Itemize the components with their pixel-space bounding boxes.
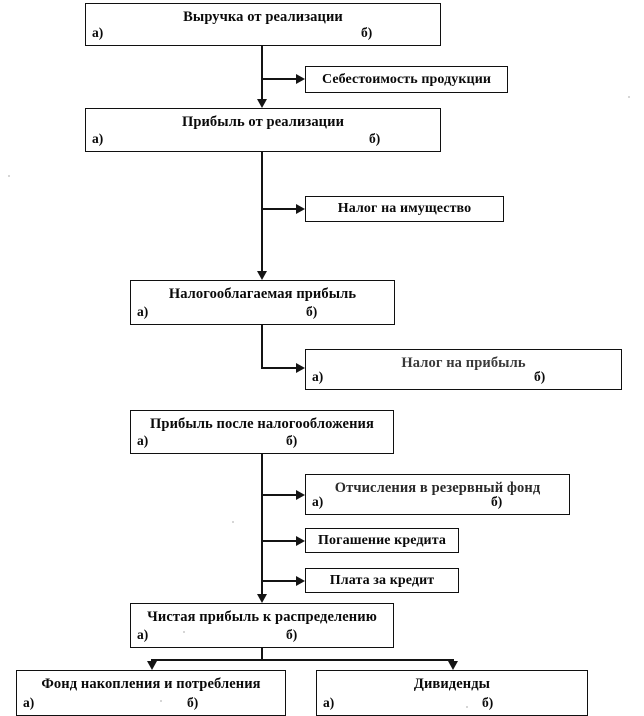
connector-revenue-to-sales-profit [261,46,263,99]
node-cost[interactable]: Себестоимость продукции [305,66,508,93]
node-net-profit-label-a: а) [137,627,149,642]
node-after-tax-label-a: а) [137,433,149,448]
node-loan-fee[interactable]: Плата за кредит [305,568,459,593]
node-net-profit-title: Чистая прибыль к распределению [147,609,377,625]
node-net-profit-label-b: б) [286,627,298,642]
node-reserve-fund-label-b: б) [491,494,503,509]
node-profit-tax-title: Налог на прибыль [401,355,526,371]
node-property-tax-title: Налог на имущество [337,201,472,216]
connector-to-property-tax [261,208,297,210]
node-sales-profit-label-a: а) [92,131,104,146]
connector-to-cost [261,78,297,80]
arrow-into-dividends [448,661,458,670]
arrow-into-sales-profit [257,99,267,108]
arrow-into-cost [296,74,305,84]
arrow-into-loan-fee [296,576,305,586]
node-profit-tax-label-b: б) [534,369,546,384]
connector-to-profit-tax [261,367,297,369]
arrow-into-property-tax [296,204,305,214]
node-accum-fund-label-b: б) [187,695,199,710]
node-cost-title: Себестоимость продукции [321,71,492,87]
arrow-into-reserve-fund [296,490,305,500]
node-loan-fee-title: Плата за кредит [329,572,435,588]
node-taxable-profit-label-a: а) [137,304,149,319]
node-after-tax[interactable]: Прибыль после налогообложения а) б) [130,410,394,454]
connector-to-loan-repay [261,540,297,542]
connector-to-reserve-fund [261,494,297,496]
arrow-into-profit-tax [296,363,305,373]
connector-net-profit-stem [261,648,263,660]
node-reserve-fund-title: Отчисления в резервный фонд [334,480,541,496]
node-reserve-fund-label-a: а) [312,494,324,509]
scan-artifact [628,96,630,98]
node-taxable-profit-title: Налогооблагаемая прибыль [168,286,357,302]
scan-artifact [466,706,468,708]
arrow-into-taxable-profit [257,271,267,280]
connector-sales-profit-to-taxable-profit [261,152,263,271]
arrow-into-accum-fund [147,661,157,670]
scan-artifact [232,521,234,523]
scan-artifact [183,631,185,633]
node-taxable-profit[interactable]: Налогооблагаемая прибыль а) б) [130,280,395,325]
connector-net-profit-split-bar [151,659,454,661]
node-dividends-label-b: б) [482,695,494,710]
node-dividends-title: Дивиденды [413,676,491,692]
node-loan-repay[interactable]: Погашение кредита [305,528,459,553]
node-after-tax-label-b: б) [286,433,298,448]
arrow-into-net-profit [257,594,267,603]
node-net-profit[interactable]: Чистая прибыль к распределению а) б) [130,603,394,648]
node-sales-profit[interactable]: Прибыль от реализации а) б) [85,108,441,152]
node-reserve-fund[interactable]: Отчисления в резервный фонд а) б) [305,474,570,515]
connector-to-loan-fee [261,580,297,582]
node-accum-fund-title: Фонд накопления и потребления [41,676,261,692]
node-revenue-label-b: б) [361,25,373,40]
node-loan-repay-title: Погашение кредита [318,532,446,548]
node-profit-tax[interactable]: Налог на прибыль а) б) [305,349,622,390]
node-property-tax[interactable]: Налог на имущество [305,196,504,222]
scan-artifact [8,175,10,177]
connector-taxable-profit-down [261,325,263,369]
arrow-into-loan-repay [296,536,305,546]
connector-after-tax-to-net-profit [261,454,263,594]
node-taxable-profit-label-b: б) [306,304,318,319]
node-profit-tax-label-a: а) [312,369,324,384]
node-revenue[interactable]: Выручка от реализации а) б) [85,3,441,46]
node-sales-profit-title: Прибыль от реализации [181,114,345,130]
node-revenue-label-a: а) [92,25,104,40]
node-accum-fund[interactable]: Фонд накопления и потребления а) б) [16,670,286,716]
scan-artifact [160,700,162,702]
node-dividends[interactable]: Дивиденды а) б) [316,670,588,716]
node-after-tax-title: Прибыль после налогообложения [150,416,374,432]
node-dividends-label-a: а) [323,695,335,710]
node-sales-profit-label-b: б) [369,131,381,146]
node-accum-fund-label-a: а) [23,695,35,710]
node-revenue-title: Выручка от реализации [183,9,343,25]
